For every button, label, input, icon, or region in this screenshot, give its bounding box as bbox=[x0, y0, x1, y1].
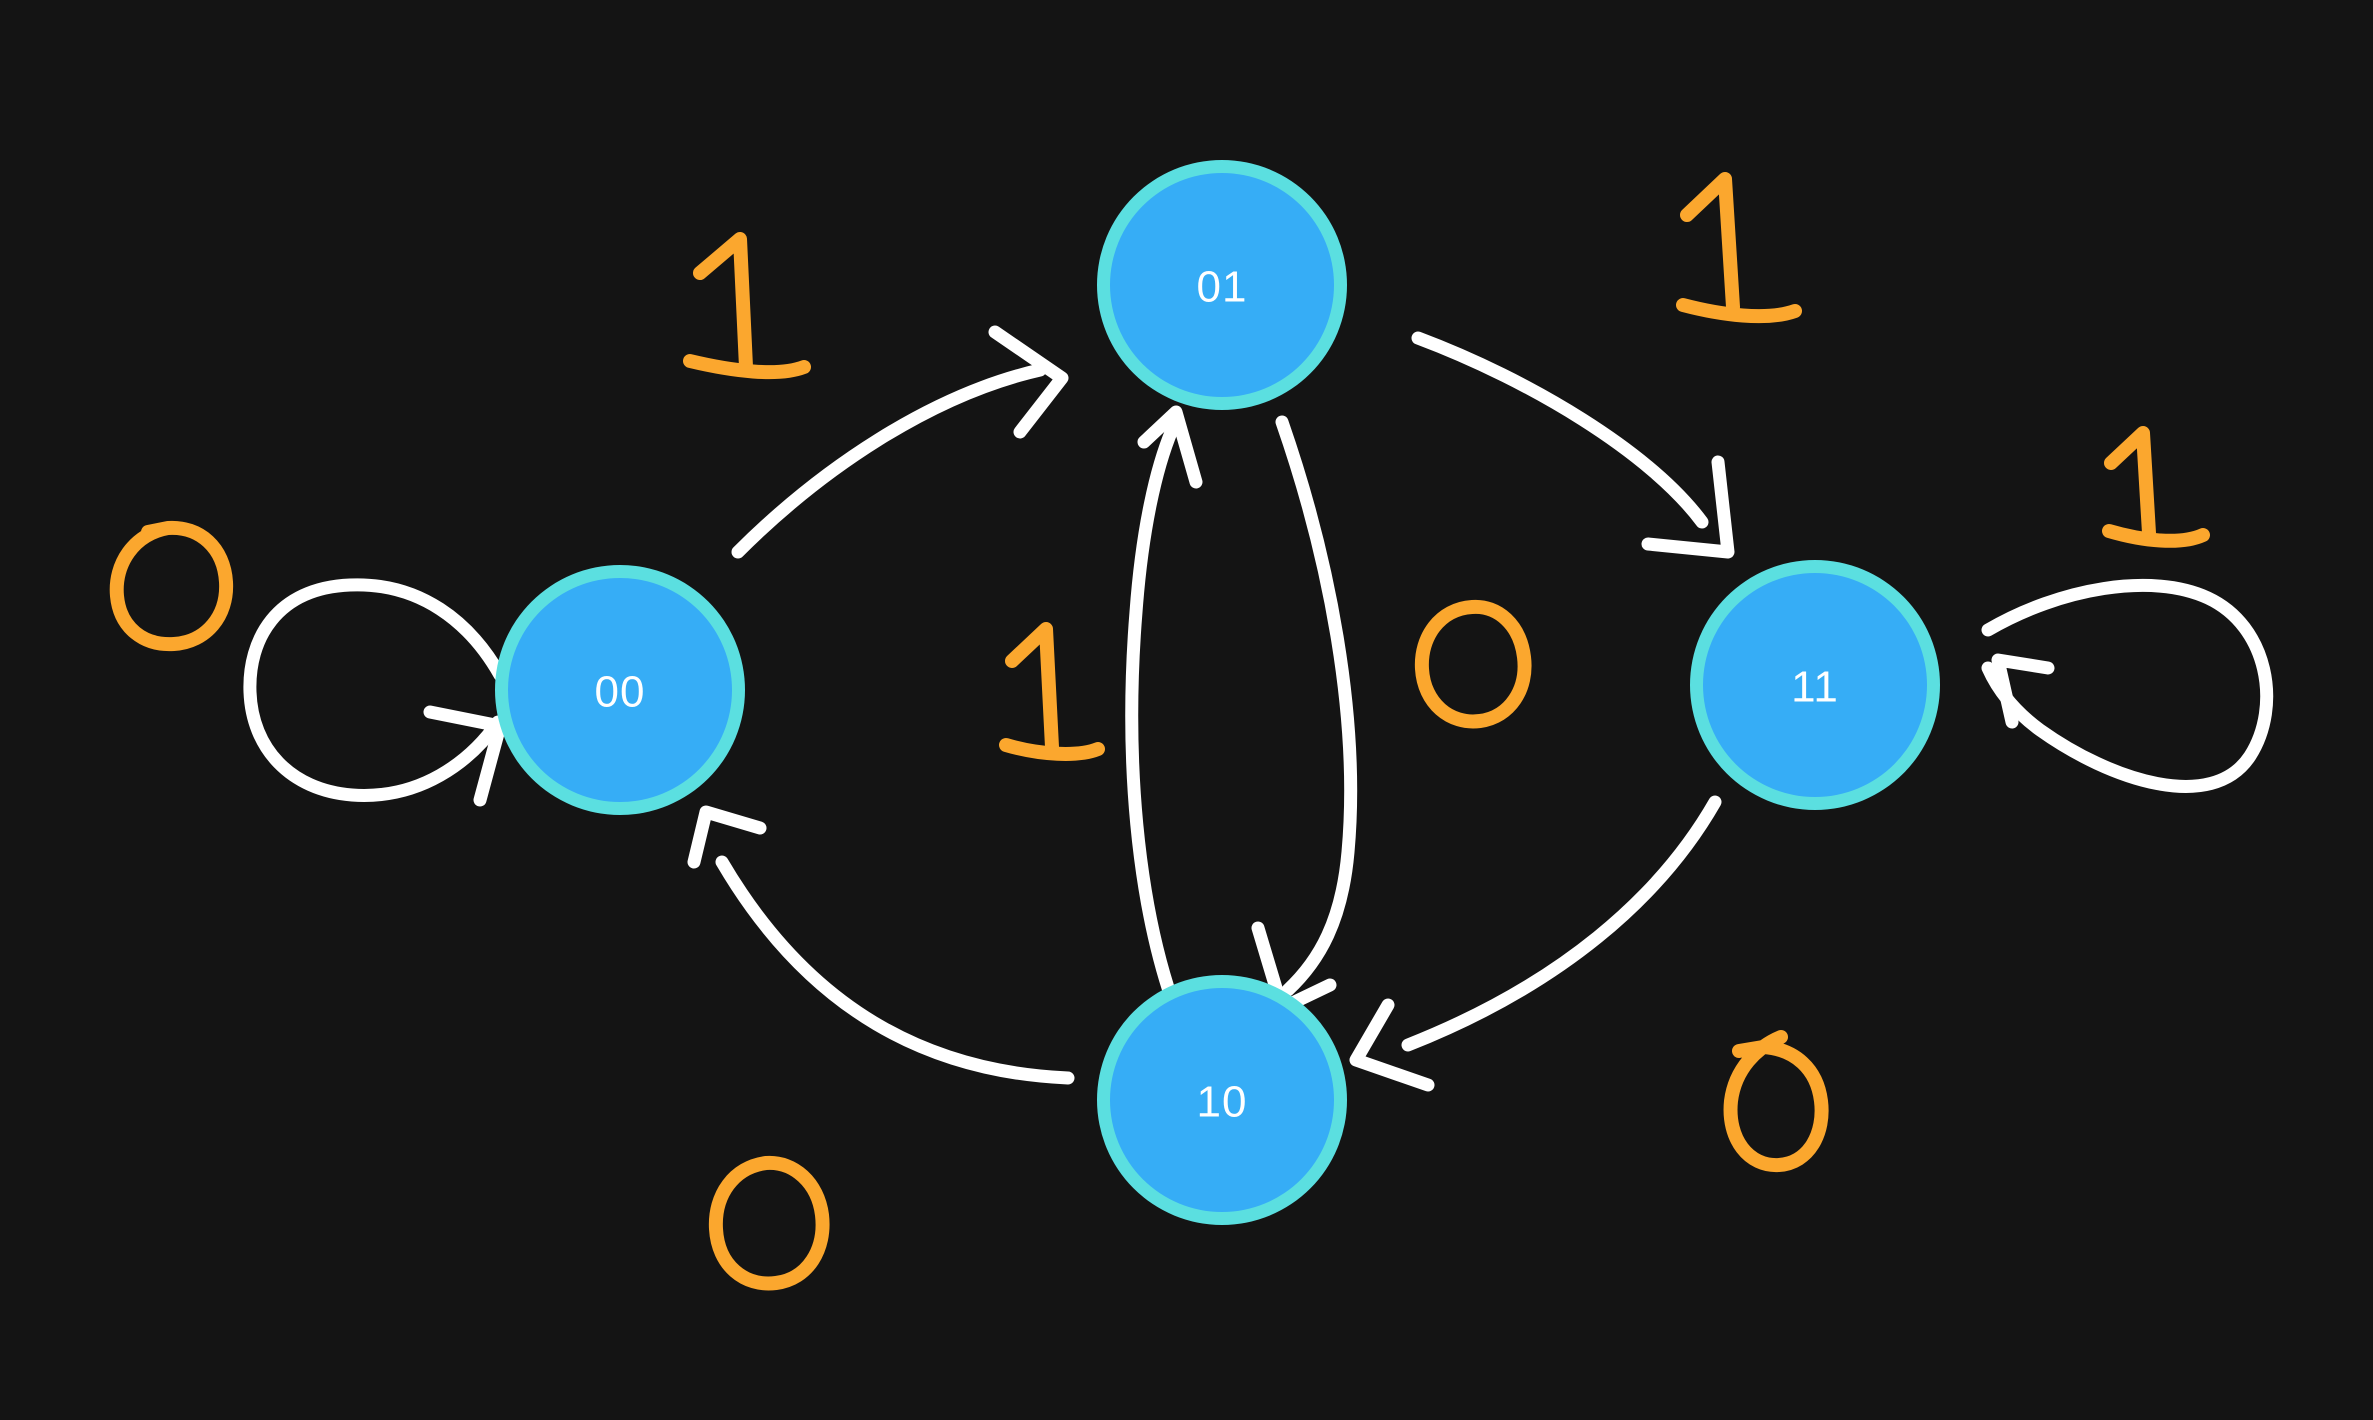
glyph-zero bbox=[1723, 1030, 1829, 1173]
glyph-one-base bbox=[1676, 298, 1802, 324]
state-fill-01 bbox=[1110, 173, 1334, 397]
state-node-10[interactable]: 10 bbox=[1097, 975, 1347, 1225]
edge-path-00-self bbox=[243, 578, 507, 802]
transition-label-00-self bbox=[109, 520, 234, 652]
glyph-one-stem bbox=[2104, 426, 2156, 540]
arrowhead-11-self bbox=[1991, 653, 2055, 729]
state-label-01: 01 bbox=[1197, 263, 1248, 312]
glyph-one-base bbox=[999, 738, 1105, 761]
arrowhead-10-01 bbox=[1137, 405, 1203, 489]
state-fill-10 bbox=[1110, 988, 1334, 1212]
transition-00-to-01[interactable] bbox=[731, 325, 1069, 559]
transition-label-01-11 bbox=[1676, 172, 1802, 324]
edge-path-11-10 bbox=[1401, 795, 1722, 1052]
state-fill-00 bbox=[508, 578, 732, 802]
glyph-zero bbox=[708, 1155, 830, 1291]
state-fill-11 bbox=[1703, 573, 1927, 797]
transition-label-01-10 bbox=[1414, 599, 1532, 729]
transition-11-to-10[interactable] bbox=[1349, 795, 1722, 1092]
edge-path-01-10 bbox=[1275, 415, 1358, 997]
edge-path-01-11 bbox=[1411, 331, 1709, 529]
state-node-01[interactable]: 01 bbox=[1097, 160, 1347, 410]
glyph-one-stem bbox=[1005, 622, 1059, 754]
transition-01-to-11[interactable] bbox=[1411, 331, 1735, 559]
edge-path-10-00 bbox=[715, 855, 1075, 1085]
transition-label-00-01 bbox=[683, 232, 811, 380]
arrowhead-00-self bbox=[423, 705, 507, 807]
glyph-one-stem bbox=[1680, 172, 1740, 314]
glyph-one-base bbox=[683, 354, 811, 380]
edge-path-00-01 bbox=[731, 363, 1047, 559]
arrowhead-11-10 bbox=[1349, 998, 1435, 1092]
edge-path-11-self bbox=[1981, 578, 2274, 793]
transition-label-10-00 bbox=[708, 1155, 830, 1291]
transition-00-to-00[interactable] bbox=[243, 578, 507, 807]
arrowhead-00-01 bbox=[988, 325, 1069, 439]
state-label-11: 11 bbox=[1791, 663, 1839, 712]
glyph-one-stem bbox=[693, 232, 753, 374]
glyph-zero bbox=[109, 520, 234, 652]
arrowhead-10-00 bbox=[687, 805, 767, 869]
transition-label-11-self bbox=[2102, 426, 2210, 548]
transition-label-10-01 bbox=[999, 622, 1105, 761]
state-node-11[interactable]: 11 bbox=[1690, 560, 1940, 810]
transition-label-11-10 bbox=[1723, 1030, 1829, 1173]
glyph-zero bbox=[1414, 599, 1532, 729]
state-label-10: 10 bbox=[1197, 1078, 1248, 1127]
transition-11-to-11[interactable] bbox=[1981, 578, 2274, 793]
glyph-one-base bbox=[2102, 524, 2210, 548]
transition-01-to-10[interactable] bbox=[1251, 415, 1358, 1015]
state-label-00: 00 bbox=[595, 668, 646, 717]
transition-10-to-00[interactable] bbox=[687, 805, 1075, 1085]
edge-path-10-01 bbox=[1125, 423, 1179, 1007]
arrowhead-01-11 bbox=[1641, 455, 1735, 559]
transition-10-to-01[interactable] bbox=[1125, 405, 1203, 1007]
state-node-00[interactable]: 00 bbox=[495, 565, 745, 815]
